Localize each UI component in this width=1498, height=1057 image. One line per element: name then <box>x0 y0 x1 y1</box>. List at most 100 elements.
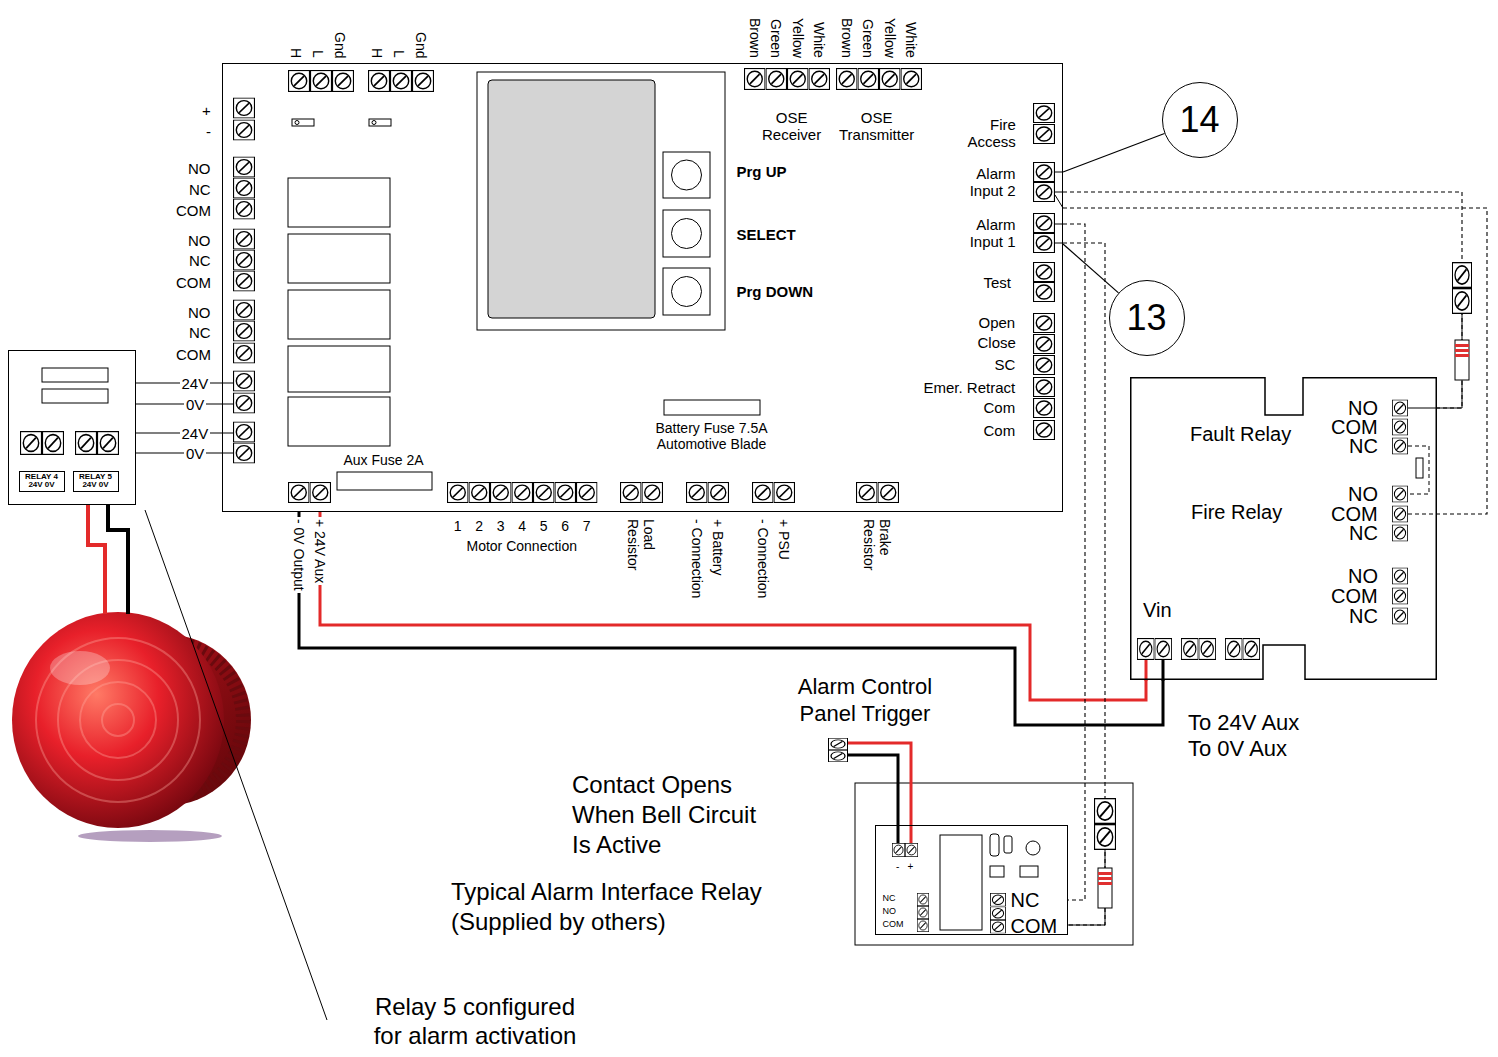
screw <box>234 178 255 198</box>
link-wire <box>1408 446 1429 494</box>
wire-colour: Yellow <box>882 18 898 58</box>
eol-terminal <box>1095 825 1116 850</box>
screw <box>333 71 354 92</box>
screw <box>905 843 917 856</box>
screw <box>1034 183 1055 202</box>
part-name: Alarm Control Panel Trigger <box>780 673 950 728</box>
screw <box>555 483 575 503</box>
wire-stub <box>222 453 233 454</box>
screw <box>837 69 857 90</box>
terminal-name: NO <box>188 304 211 321</box>
resistor-symbol <box>1098 868 1112 908</box>
terminal-name: + PSU <box>776 517 792 562</box>
note: Relay 5 configured for alarm activation <box>368 993 583 1051</box>
screw <box>234 343 255 363</box>
terminal-name: NC <box>189 181 211 198</box>
wire <box>1105 850 1106 868</box>
screw <box>1155 639 1172 660</box>
wire <box>1462 380 1463 408</box>
led <box>1416 458 1423 478</box>
eol-terminal <box>1095 799 1116 824</box>
component <box>990 834 999 856</box>
screw <box>1392 568 1407 584</box>
leader-line <box>1063 134 1165 173</box>
component <box>1004 836 1012 853</box>
dip-switch <box>369 119 391 126</box>
wire-stub <box>222 383 233 384</box>
motor-pin-number: 3 <box>497 518 505 534</box>
relay-label: Fire Relay <box>1191 501 1282 524</box>
relay-label: NO <box>1348 484 1378 504</box>
terminal-name: + <box>202 102 211 119</box>
wire-connector <box>1063 192 1462 408</box>
trigger-wire <box>848 755 898 843</box>
component <box>1026 841 1040 855</box>
relay-label: COM <box>1331 417 1378 437</box>
eol-terminal <box>1453 263 1472 288</box>
wire-stub <box>222 433 233 434</box>
terminal-name: - Connection <box>689 517 705 600</box>
screw <box>1225 639 1242 660</box>
relay-label: Fault Relay <box>1190 423 1291 446</box>
screw <box>234 321 255 341</box>
pin-name: H <box>288 48 304 58</box>
display-screen <box>488 80 655 318</box>
relay-module: RELAY 4 24V 0V RELAY 5 24V 0V <box>8 350 136 505</box>
board-label: Fire Access <box>968 116 1016 151</box>
terminal-name: Load Resistor <box>625 517 657 572</box>
screw <box>1392 608 1407 624</box>
screw <box>990 920 1005 933</box>
resistor-band <box>1098 877 1112 880</box>
wire-connector <box>1063 208 1487 514</box>
resistor-symbol <box>1455 340 1469 380</box>
fire-interface-board: Fault RelayNOCOMNCFire RelayNOCOMNCNOCOM… <box>1130 377 1437 680</box>
wire-stub <box>1408 408 1437 409</box>
relay-label: NC <box>1349 436 1378 456</box>
screw <box>1034 104 1055 123</box>
screw <box>1392 506 1407 522</box>
screw <box>234 393 255 413</box>
screw <box>21 432 42 455</box>
trigger-wire <box>848 743 911 843</box>
note: Contact Opens When Bell Circuit Is Activ… <box>572 770 772 860</box>
battery-fuse <box>664 400 760 415</box>
screw <box>1034 378 1055 397</box>
terminal-name: COM <box>176 274 211 291</box>
screw <box>990 893 1005 906</box>
board-label: SELECT <box>737 226 796 243</box>
screw <box>1034 214 1055 233</box>
button <box>672 277 702 307</box>
motor-pin-number: 1 <box>454 518 462 534</box>
screw <box>621 483 641 503</box>
terminal-name: NC <box>189 324 211 341</box>
terminal-name: NO <box>883 907 897 916</box>
terminal-name: - <box>206 123 211 140</box>
relay-tag: RELAY 5 24V 0V <box>73 471 119 492</box>
wire <box>1105 908 1106 925</box>
terminal-name: COM <box>1011 916 1058 936</box>
wire-stub <box>1408 514 1437 515</box>
wire-label: 0V <box>184 445 206 462</box>
relay-tag: RELAY 4 24V 0V <box>19 471 65 492</box>
relay <box>288 178 390 227</box>
wire-colour: Green <box>768 19 784 58</box>
screw <box>858 69 878 90</box>
terminal-name: NO <box>188 160 211 177</box>
screw <box>311 71 332 92</box>
dip-switch <box>295 121 299 125</box>
pin-name: Gnd <box>332 32 348 58</box>
screw <box>1034 335 1055 354</box>
screw <box>310 483 330 503</box>
motor-pin-number: 5 <box>540 518 548 534</box>
board-label: Prg UP <box>737 163 787 180</box>
screw <box>788 69 808 90</box>
relay-tag-text: RELAY 5 24V 0V <box>76 473 116 490</box>
screw <box>1392 419 1407 435</box>
screw <box>512 483 532 503</box>
screw <box>1034 163 1055 182</box>
relay-label: NO <box>1348 398 1378 418</box>
board-label: Alarm Input 2 <box>952 165 1016 200</box>
wire-note: To 0V Aux <box>1188 736 1287 761</box>
button <box>663 152 710 198</box>
pin-name: H <box>369 48 385 58</box>
